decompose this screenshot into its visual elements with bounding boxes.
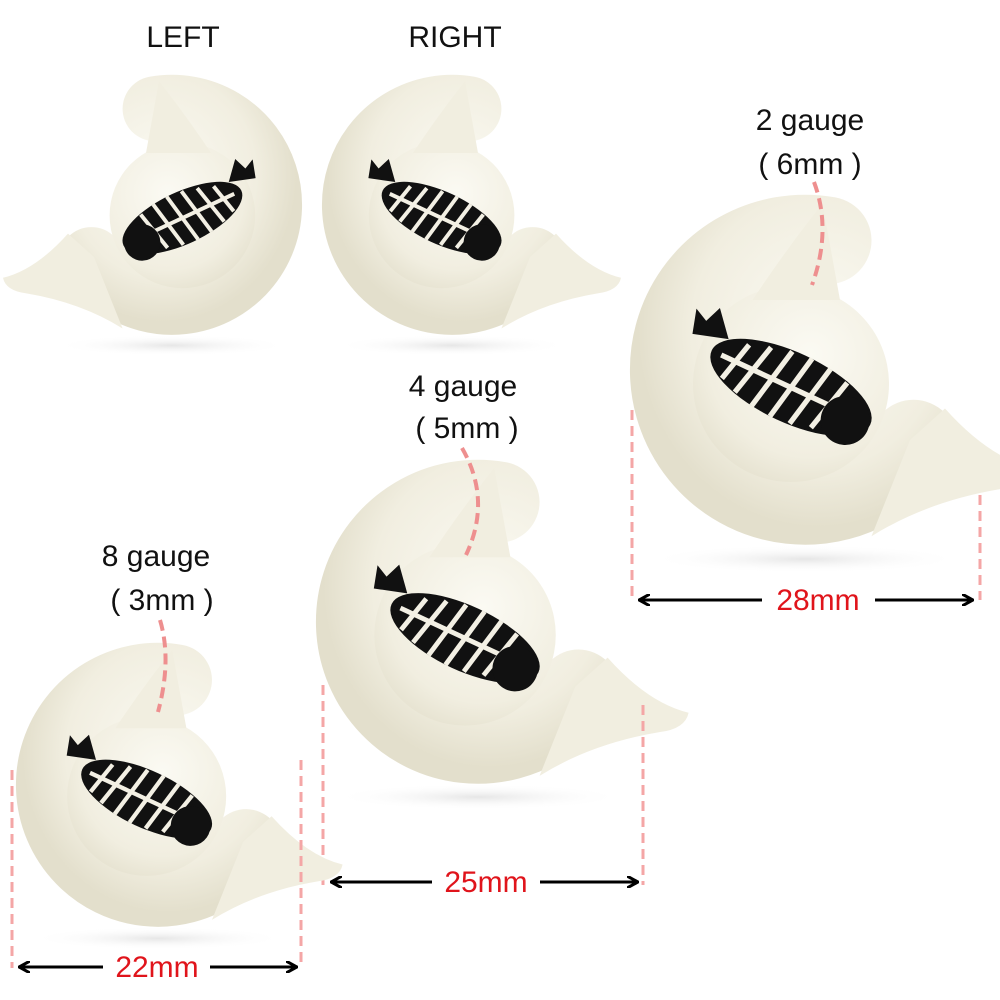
mm-label-6: ( 6mm ) xyxy=(758,148,861,181)
gauge-label-4: 4 gauge xyxy=(409,370,517,403)
width-label-22mm: 22mm xyxy=(115,951,198,984)
thickness-marker-2-gauge xyxy=(810,181,825,286)
mm-label-5: ( 5mm ) xyxy=(415,412,518,445)
gauge-label-2: 2 gauge xyxy=(756,104,864,137)
spiral-taper-8-gauge xyxy=(30,650,342,950)
thickness-marker-4-gauge xyxy=(460,447,481,556)
left-label: LEFT xyxy=(146,21,219,54)
width-label-28mm: 28mm xyxy=(776,584,859,617)
thickness-marker-8-gauge xyxy=(156,619,168,713)
gauge-label-8: 8 gauge xyxy=(102,540,210,573)
spiral-taper-2-gauge xyxy=(648,204,1000,573)
spiral-taper-4-gauge xyxy=(332,468,688,810)
right-label: RIGHT xyxy=(408,21,501,54)
left-spiral-taper xyxy=(3,82,289,356)
right-spiral-taper xyxy=(335,82,621,356)
width-label-25mm: 25mm xyxy=(444,866,527,899)
mm-label-3: ( 3mm ) xyxy=(110,584,213,617)
